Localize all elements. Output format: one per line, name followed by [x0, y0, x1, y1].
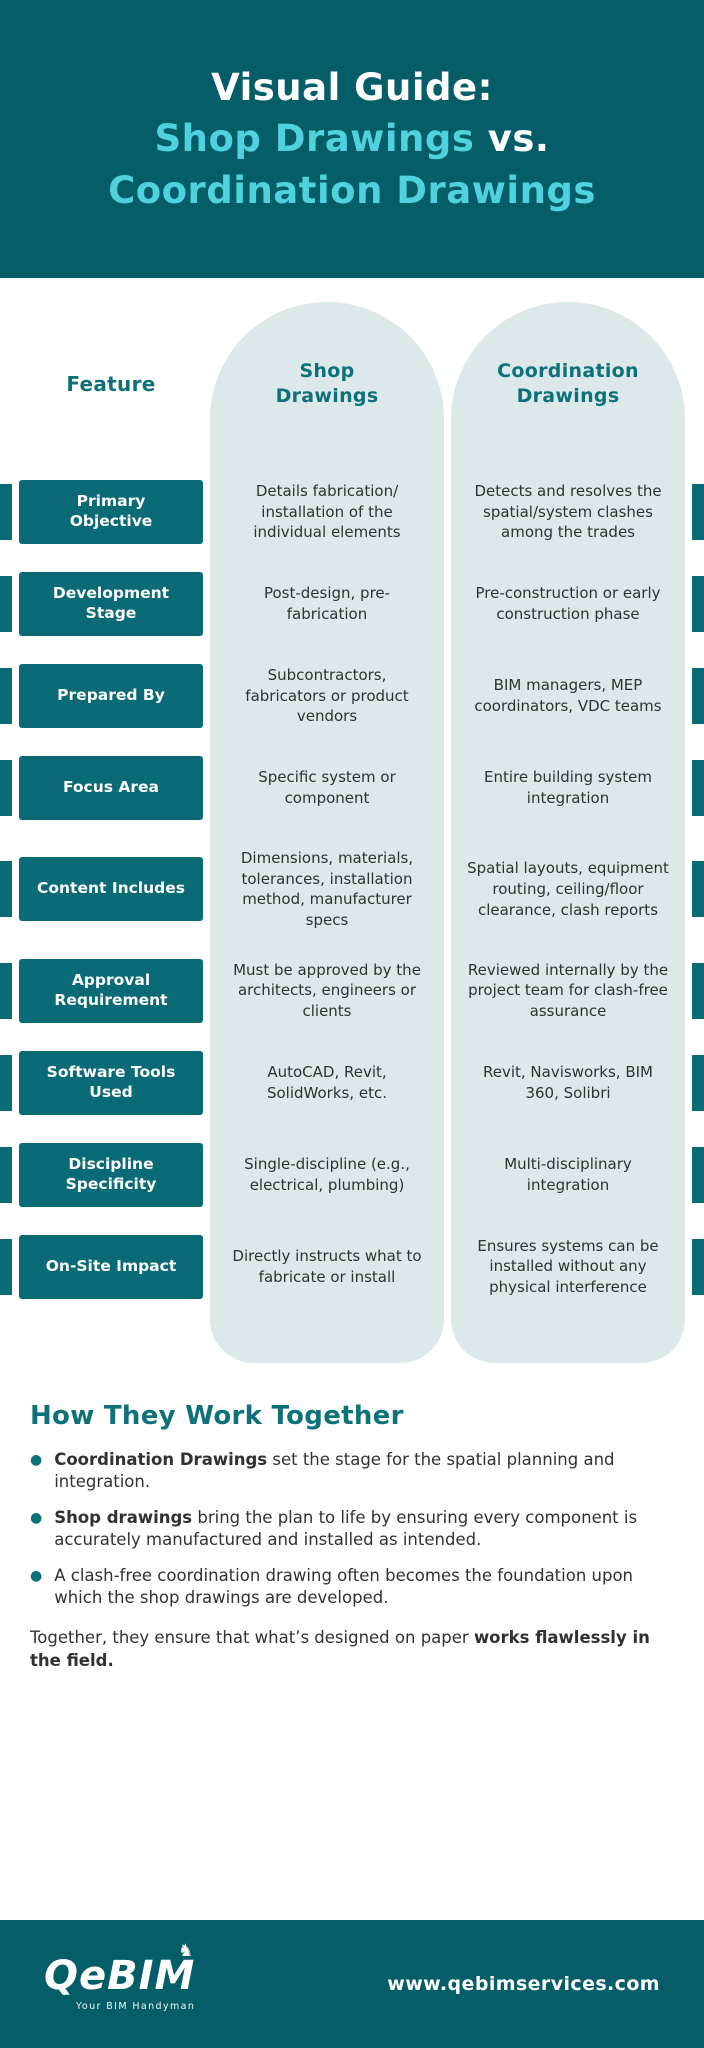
- title-vs-text: vs.: [474, 117, 550, 161]
- bullet-rest-text: bring the plan to life by ensuring every…: [54, 1507, 638, 1550]
- row-accent-left: [0, 668, 12, 724]
- page-title: Visual Guide: Shop Drawings vs. Coordina…: [108, 62, 596, 215]
- bullet-rest-text: A clash-free coordination drawing often …: [54, 1566, 634, 1608]
- coordination-cell: Reviewed internally by the project team …: [467, 960, 669, 1021]
- how-they-work-section: How They Work Together ● Coordination Dr…: [0, 1401, 704, 1672]
- row-accent-left: [0, 484, 12, 540]
- coordination-cell: Spatial layouts, equipment routing, ceil…: [467, 859, 669, 919]
- bullet-rest-text: set the stage for the spatial planning a…: [54, 1449, 615, 1491]
- closing-text: Together, they ensure that what’s design…: [30, 1627, 674, 1671]
- shop-cell: AutoCAD, Revit, SolidWorks, etc.: [266, 1063, 387, 1102]
- coordination-cell: Pre-construction or early construction p…: [475, 584, 661, 623]
- horse-icon: ♞: [178, 1941, 194, 1961]
- table-row: Discipline Specificity: [19, 1142, 203, 1207]
- coordination-cell: Detects and resolves the spatial/system …: [474, 481, 662, 542]
- closing-normal-text: Together, they ensure that what’s design…: [30, 1628, 474, 1648]
- shop-cell: Specific system or component: [258, 768, 396, 807]
- shop-cell: Single-discipline (e.g., electrical, plu…: [244, 1155, 410, 1194]
- shop-column-background: [210, 302, 444, 1363]
- feature-label: Focus Area: [19, 756, 203, 820]
- row-accent-left: [0, 962, 12, 1019]
- row-accent-left: [0, 861, 12, 918]
- feature-label: Approval Requirement: [19, 958, 203, 1023]
- table-row: Prepared By: [19, 664, 203, 728]
- row-accent-right: [692, 668, 704, 724]
- coordination-column-header: Coordination Drawings: [497, 360, 639, 407]
- shop-cell: Subcontractors, fabricators or product v…: [245, 665, 409, 726]
- row-accent-left: [0, 1238, 12, 1295]
- row-accent-right: [692, 1238, 704, 1295]
- comparison-table: Feature Shop Drawings Coordination Drawi…: [0, 302, 704, 1363]
- bullet-dot-icon: ●: [30, 1568, 43, 1585]
- website-url[interactable]: www.qebimservices.com: [387, 1973, 660, 1995]
- coordination-cell: Entire building system integration: [484, 768, 652, 807]
- coordination-cell: Multi-disciplinary integration: [504, 1155, 632, 1194]
- feature-label: Development Stage: [19, 572, 203, 636]
- row-accent-right: [692, 861, 704, 918]
- shop-cell: Post-design, pre-fabrication: [263, 584, 391, 623]
- feature-label: On-Site Impact: [19, 1234, 203, 1299]
- row-accent-right: [692, 1146, 704, 1203]
- feature-label: Primary Objective: [19, 480, 203, 544]
- closing-bold-text: works flawlessly in the field.: [30, 1628, 650, 1670]
- coordination-cell: Revit, Navisworks, BIM 360, Solibri: [482, 1063, 654, 1102]
- title-coordination-highlight: Coordination Drawings: [108, 168, 596, 212]
- qebim-logo: QeBIM ♞ Your BIM Handyman: [44, 1941, 196, 2012]
- table-row: Approval Requirement: [19, 958, 203, 1023]
- row-accent-right: [692, 576, 704, 632]
- row-accent-right: [692, 962, 704, 1019]
- how-bullet-list: ● Coordination Drawings set the stage fo…: [30, 1449, 674, 1610]
- logo-text: QeBIM: [44, 1953, 196, 1999]
- logo-tagline: Your BIM Handyman: [75, 2001, 196, 2012]
- shop-cell: Must be approved by the architects, engi…: [233, 960, 421, 1021]
- table-row: Primary Objective: [19, 480, 203, 544]
- table-row: Development Stage: [19, 572, 203, 636]
- row-accent-right: [692, 760, 704, 816]
- bullet-item: ● Shop drawings bring the plan to life b…: [30, 1507, 674, 1551]
- coordination-column-background: [451, 302, 685, 1363]
- coordination-cell: BIM managers, MEP coordinators, VDC team…: [474, 676, 662, 715]
- shop-cell: Directly instructs what to fabricate or …: [232, 1247, 422, 1286]
- shop-cell: Details fabrication/ installation of the…: [253, 481, 401, 542]
- feature-column-header: Feature: [66, 372, 156, 396]
- feature-label: Discipline Specificity: [19, 1142, 203, 1207]
- footer: QeBIM ♞ Your BIM Handyman www.qebimservi…: [0, 1920, 704, 2048]
- bullet-text: A clash-free coordination drawing often …: [54, 1565, 674, 1609]
- how-they-work-heading: How They Work Together: [30, 1400, 404, 1431]
- header-band: Visual Guide: Shop Drawings vs. Coordina…: [0, 0, 704, 278]
- table-row: Content Includes: [19, 848, 203, 931]
- bullet-dot-icon: ●: [30, 1509, 43, 1526]
- shop-cell: Dimensions, materials, tolerances, insta…: [240, 849, 414, 930]
- row-accent-left: [0, 1146, 12, 1203]
- table-row: Software Tools Used: [19, 1050, 203, 1115]
- bullet-item: ● A clash-free coordination drawing ofte…: [30, 1565, 674, 1609]
- table-row: Focus Area: [19, 756, 203, 820]
- feature-label: Prepared By: [19, 664, 203, 728]
- shop-column-header: Shop Drawings: [275, 360, 379, 407]
- row-accent-right: [692, 1054, 704, 1111]
- bullet-text: Shop drawings bring the plan to life by …: [54, 1507, 674, 1551]
- feature-label: Content Includes: [19, 857, 203, 922]
- pill-bottom-spacer: [210, 1327, 685, 1363]
- feature-label: Software Tools Used: [19, 1050, 203, 1115]
- coordination-cell: Ensures systems can be installed without…: [477, 1236, 659, 1297]
- row-accent-right: [692, 484, 704, 540]
- bullet-bold-text: Coordination Drawings: [54, 1449, 268, 1469]
- title-shop-highlight: Shop Drawings: [154, 117, 475, 161]
- title-line-1: Visual Guide:: [211, 66, 493, 110]
- row-accent-left: [0, 760, 12, 816]
- row-accent-left: [0, 1054, 12, 1111]
- bullet-dot-icon: ●: [30, 1451, 43, 1468]
- bullet-bold-text: Shop drawings: [54, 1507, 193, 1527]
- table-row: On-Site Impact: [19, 1234, 203, 1299]
- bullet-text: Coordination Drawings set the stage for …: [54, 1449, 674, 1493]
- row-accent-left: [0, 576, 12, 632]
- bullet-item: ● Coordination Drawings set the stage fo…: [30, 1449, 674, 1493]
